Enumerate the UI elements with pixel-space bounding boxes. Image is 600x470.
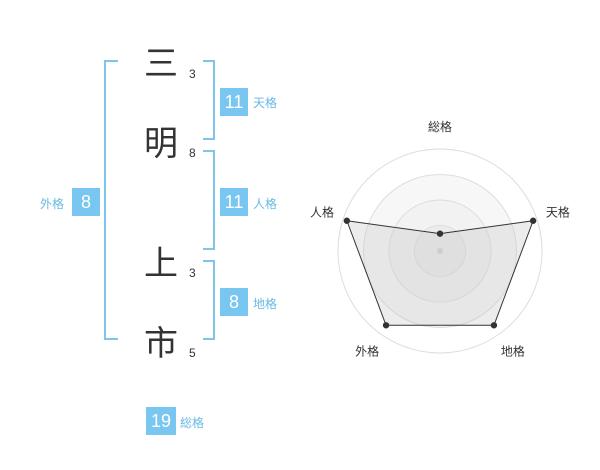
radar-axis-label-2: 天格 [546, 205, 570, 220]
jinkaku-badge: 11 [220, 188, 248, 216]
radar-axis-label-4: 外格 [355, 343, 379, 358]
name-char-1: 三 [144, 44, 178, 84]
stroke-count-2: 8 [189, 146, 196, 160]
radar-point-3 [490, 322, 498, 329]
tenkaku-bracket [203, 60, 215, 140]
chikaku-label: 地格 [253, 297, 278, 311]
tenkaku-label: 天格 [253, 96, 278, 110]
soukaku-badge: 19 [146, 407, 176, 435]
stroke-count-1: 3 [189, 67, 196, 81]
jinkaku-bracket [203, 150, 215, 250]
stroke-count-3: 3 [189, 266, 196, 280]
radar-axis-label-3: 地格 [501, 343, 525, 358]
radar-center-dot [437, 248, 443, 254]
gaikaku-label: 外格 [40, 197, 65, 211]
radar-axis-label-1: 総格 [428, 119, 452, 134]
radar-series-polygon [346, 220, 534, 326]
stroke-count-4: 5 [189, 346, 196, 360]
radar-axis-label-5: 人格 [310, 205, 334, 220]
jinkaku-label: 人格 [253, 197, 278, 211]
radar-point-4 [382, 322, 390, 329]
soukaku-label: 総格 [180, 416, 205, 430]
radar-point-5 [343, 217, 351, 224]
radar-point-2 [529, 217, 537, 224]
gaikaku-bracket [104, 60, 118, 340]
chikaku-bracket [203, 260, 215, 340]
name-char-4: 市 [144, 324, 178, 364]
tenkaku-badge: 11 [220, 88, 248, 116]
name-char-3: 上 [144, 244, 178, 284]
radar-point-1 [436, 230, 444, 237]
gaikaku-badge: 8 [72, 188, 100, 216]
name-char-2: 明 [144, 124, 178, 164]
chikaku-badge: 8 [220, 288, 248, 316]
